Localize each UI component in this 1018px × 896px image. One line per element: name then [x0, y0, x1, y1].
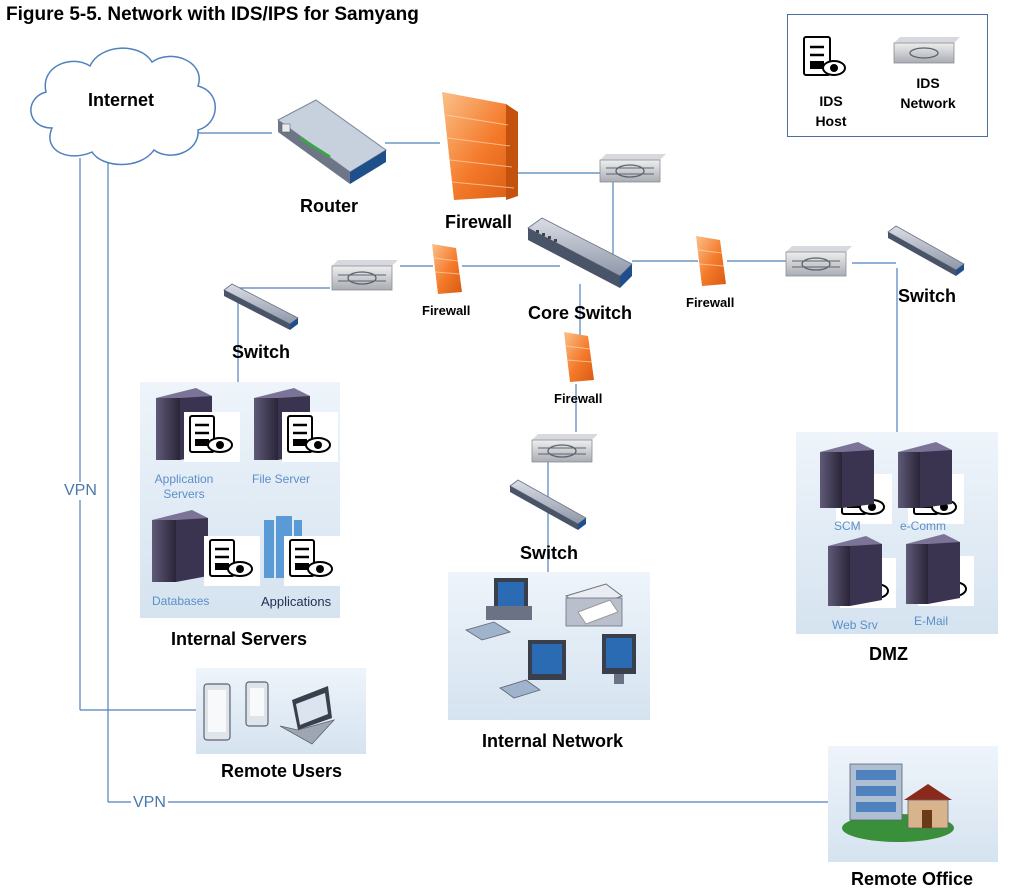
file-server-label: File Server: [252, 472, 311, 486]
firewall-main-icon: [442, 92, 518, 200]
monitor-secondary-icon: [602, 634, 636, 684]
database-server-icon: [152, 510, 208, 582]
phone-icon: [245, 681, 269, 727]
internal-network-title: Internal Network: [482, 731, 624, 751]
router-icon: [277, 99, 387, 184]
firewall-main-label: Firewall: [445, 212, 513, 232]
laptop-icon: [279, 686, 336, 745]
vpn-label-horizontal: VPN: [131, 794, 168, 812]
applications-label: Applications: [261, 594, 332, 609]
firewall-left-icon: [432, 244, 462, 294]
monitor-icon: [499, 640, 566, 699]
ids-network-bottom-icon: [531, 434, 598, 463]
firewall-bottom-icon: [564, 332, 594, 382]
switch-left-label: Switch: [232, 342, 291, 362]
switch-left-icon: [223, 283, 299, 330]
dmz-websrv-label: Web Srv: [832, 618, 878, 632]
ids-host-database-icon: [204, 536, 260, 586]
ids-host-legend-icon: [803, 36, 846, 76]
ids-host-applications-icon: [284, 536, 340, 586]
internet-cloud-icon: [30, 47, 216, 166]
core-switch-icon: [527, 217, 633, 288]
ids-host-file-server-icon: [282, 412, 338, 462]
dmz-title: DMZ: [869, 644, 908, 664]
internal-servers-title: Internal Servers: [171, 629, 308, 649]
tablet-icon: [203, 683, 231, 741]
ids-host-application-server-icon: [184, 412, 240, 462]
ids-network-left-icon: [331, 260, 398, 291]
ids-network-right-icon: [785, 246, 852, 277]
core-switch-label: Core Switch: [528, 303, 633, 323]
switch-right-label: Switch: [898, 286, 957, 306]
dmz-scm-label: SCM: [834, 519, 861, 533]
firewall-left-label: Firewall: [422, 303, 471, 318]
vpn-label-vertical: VPN: [64, 482, 97, 500]
internet-label: Internet: [88, 90, 155, 110]
figure-title: Figure 5-5. Network with IDS/IPS for Sam…: [6, 4, 419, 25]
dmz-ecomm-label: e-Comm: [900, 519, 947, 533]
dmz-email-server-icon: [906, 534, 960, 604]
dmz-ecomm-server-icon: [898, 442, 952, 508]
router-label: Router: [300, 196, 358, 216]
switch-bottom-icon: [509, 479, 587, 530]
remote-office-title: Remote Office: [851, 869, 974, 889]
remote-users-title: Remote Users: [221, 761, 343, 781]
dmz-scm-server-icon: [820, 442, 874, 508]
workstation-icon: [465, 578, 532, 641]
firewall-right-icon: [696, 236, 726, 286]
databases-label: Databases: [152, 594, 210, 608]
ids-network-legend-icon: [893, 37, 960, 64]
firewall-right-label: Firewall: [686, 295, 735, 310]
switch-right-icon: [887, 225, 965, 276]
switch-bottom-label: Switch: [520, 543, 579, 563]
building-icon: [842, 763, 954, 842]
firewall-bottom-label: Firewall: [554, 391, 603, 406]
dmz-email-label: E-Mail: [914, 614, 949, 628]
printer-icon: [564, 583, 624, 627]
ids-network-top-icon: [599, 154, 666, 183]
dmz-websrv-server-icon: [828, 536, 882, 606]
connection-lines: [79, 132, 898, 803]
application-servers-label: Application Servers: [154, 472, 214, 501]
